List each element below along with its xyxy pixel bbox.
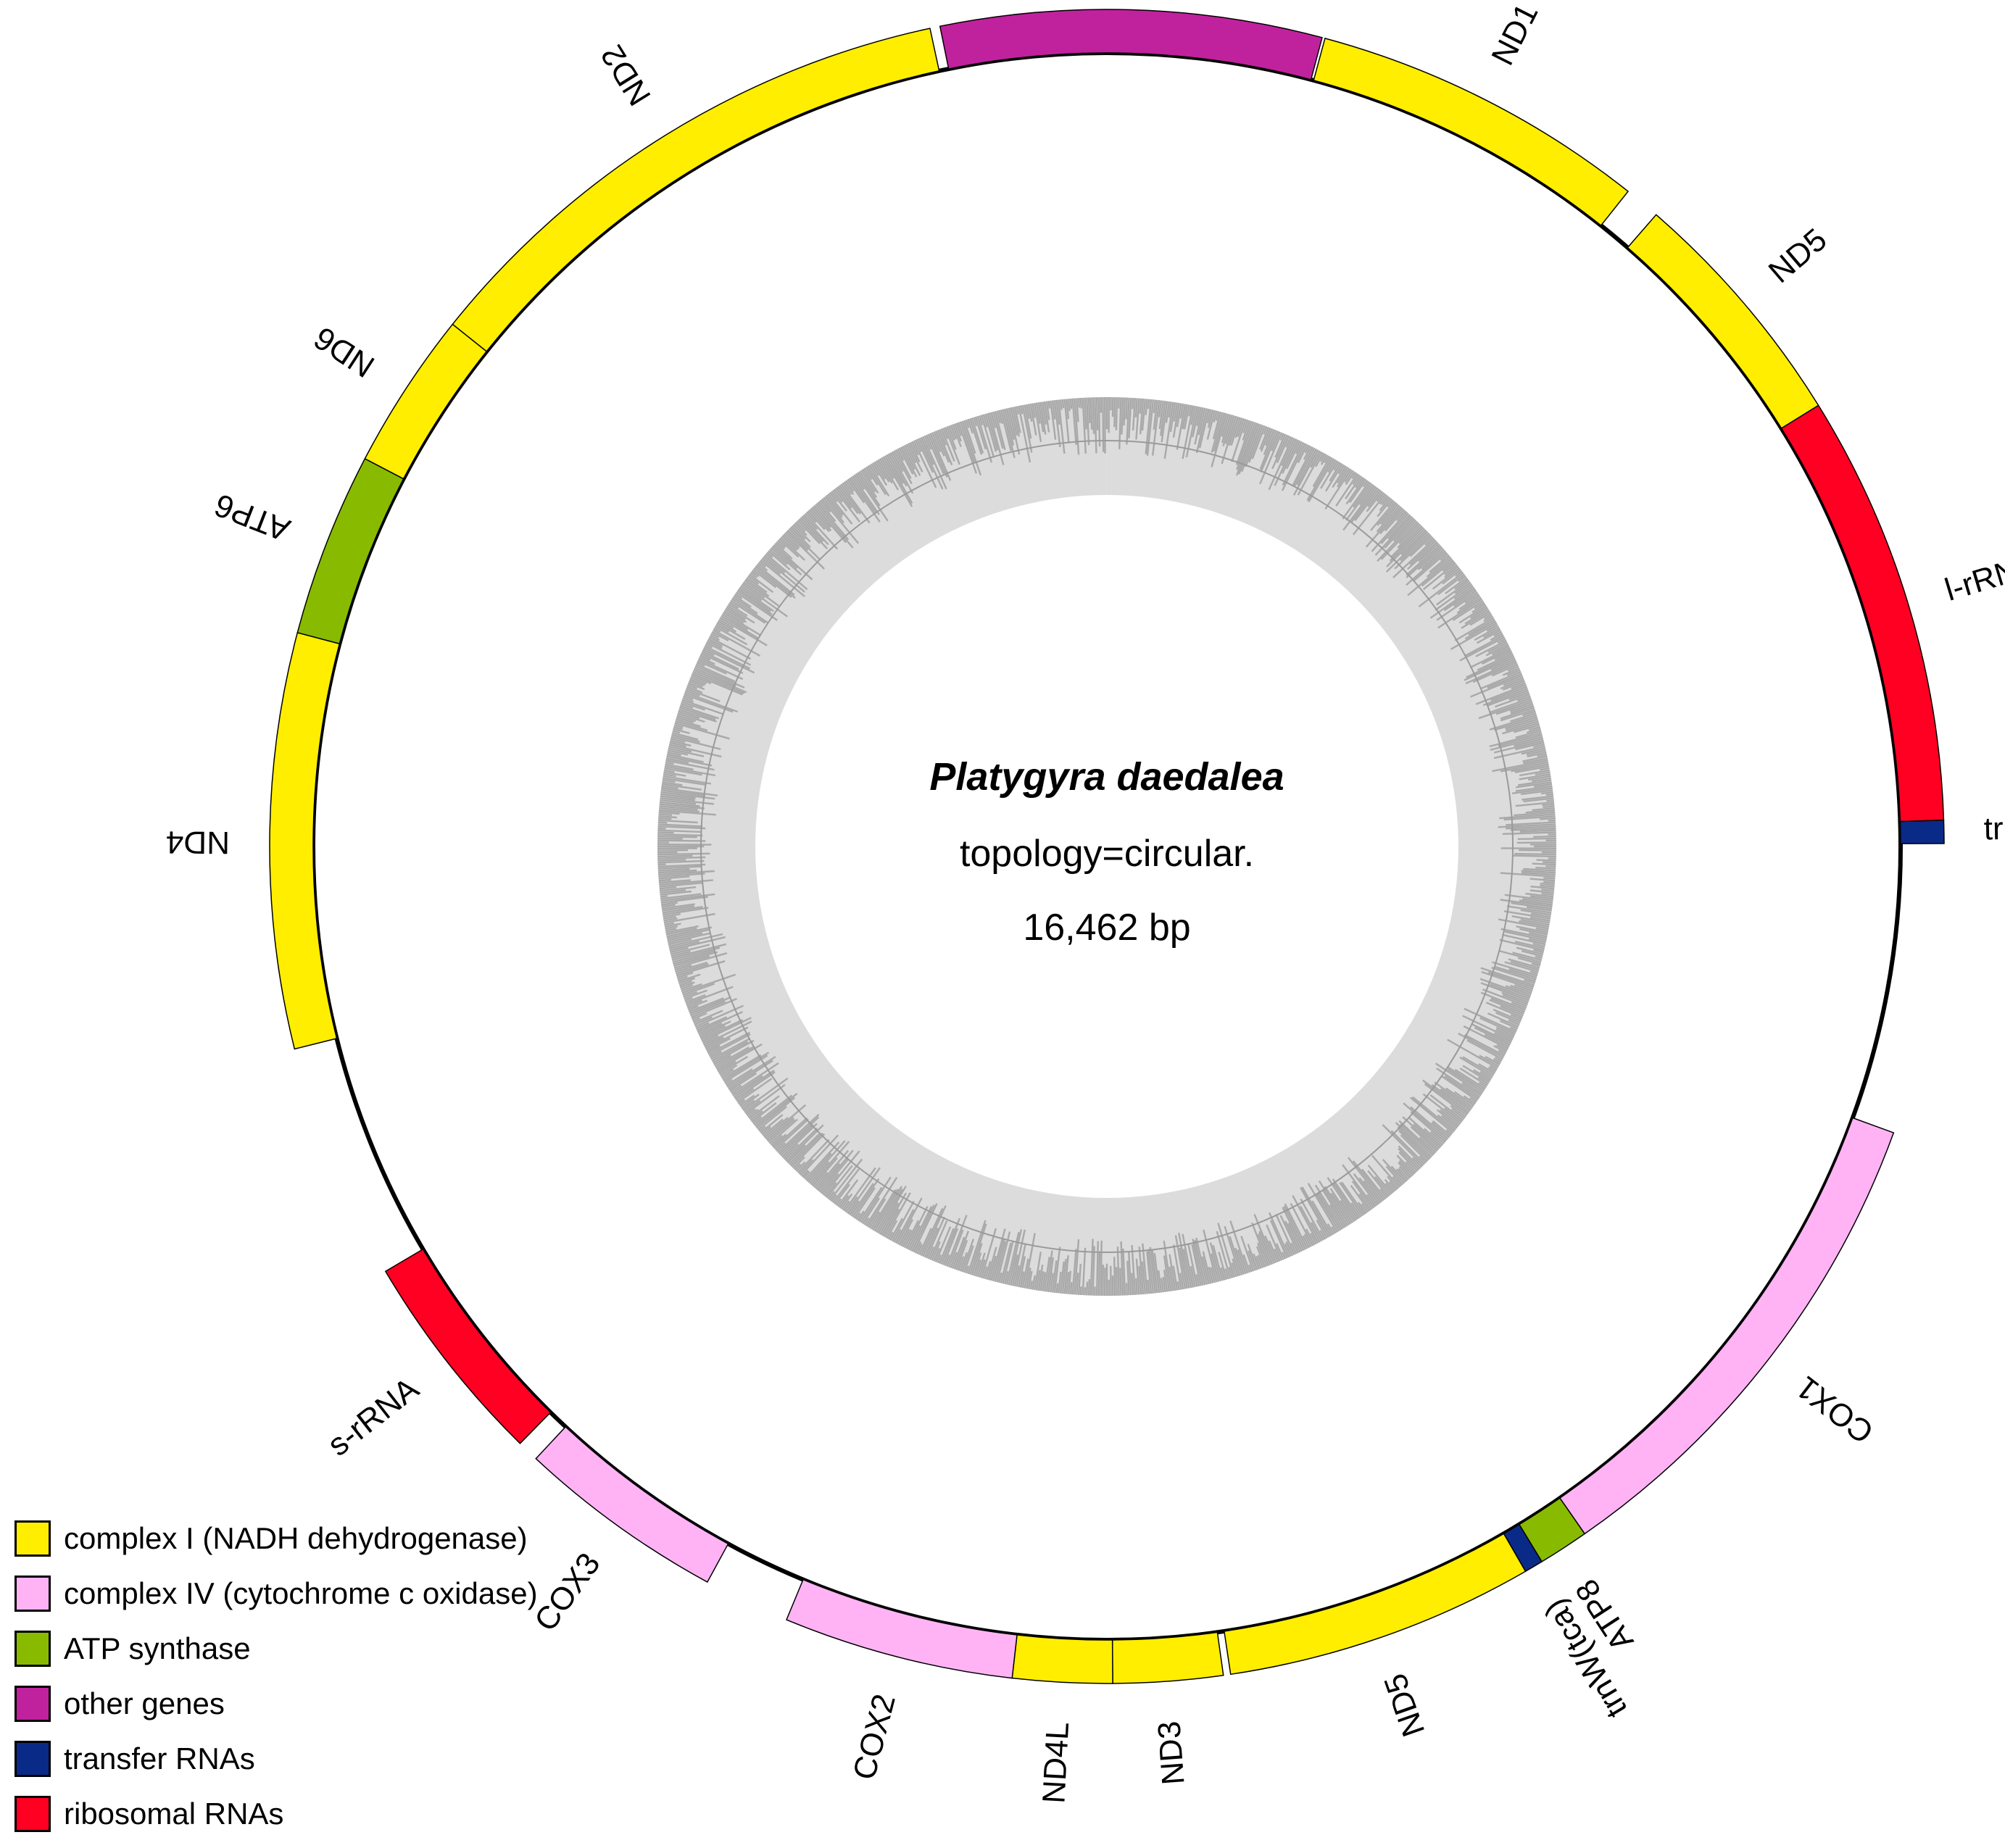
genome-length: 16,462 bp: [1023, 907, 1190, 949]
legend-item: ATP synthase: [14, 1621, 538, 1676]
gene-arc-nd2: [452, 28, 940, 352]
gene-label-nd4: ND4: [166, 824, 230, 860]
legend-label: ATP synthase: [64, 1631, 251, 1665]
legend-swatch: [14, 1741, 51, 1777]
legend-item: transfer RNAs: [14, 1731, 538, 1786]
legend-swatch: [14, 1631, 51, 1667]
legend: complex I (NADH dehydrogenase) complex I…: [14, 1511, 538, 1841]
legend-item: complex I (NADH dehydrogenase): [14, 1511, 538, 1566]
gene-label-nd6: ND6: [308, 320, 381, 384]
legend-label: ribosomal RNAs: [64, 1797, 284, 1831]
gene-label-cox2: COX2: [846, 1691, 902, 1784]
legend-label: other genes: [64, 1686, 225, 1720]
gene-label-s-rrna: s-rRNA: [321, 1370, 426, 1463]
gene-label-cox1: COX1: [1790, 1369, 1880, 1450]
gene-label-nd5: ND5: [1762, 222, 1834, 290]
gene-arc-trnm-cat-: [1899, 819, 1945, 844]
genome-topology: topology=circular.: [960, 833, 1254, 875]
legend-swatch: [14, 1796, 51, 1832]
gene-label-nd2: ND2: [594, 38, 658, 112]
legend-swatch: [14, 1520, 51, 1557]
gc-content-bars: [657, 396, 1557, 1296]
legend-swatch: [14, 1576, 51, 1612]
gene-arc-nd5: [1223, 1533, 1527, 1676]
gene-arc-cox1: [1558, 1117, 1895, 1535]
gc-content-ring: [657, 396, 1557, 1296]
gene-arc-s-rrna: [384, 1248, 552, 1444]
gene-label-nd3: ND3: [1151, 1720, 1191, 1786]
gene-arc-nd3: [1111, 1631, 1224, 1684]
gene-arc-cox2: [786, 1578, 1018, 1679]
legend-label: complex I (NADH dehydrogenase): [64, 1521, 528, 1555]
gene-arc-l-rrna: [1780, 404, 1945, 823]
legend-item: complex IV (cytochrome c oxidase): [14, 1566, 538, 1621]
gene-arc-atp6: [296, 457, 404, 645]
gene-label-nd5: ND5: [1377, 1669, 1432, 1741]
gc-midline: [700, 440, 1514, 1253]
gene-label-l-rrna: l-rRNA: [1940, 546, 2005, 608]
gene-label-trnm-cat-: trnM(cat): [1983, 809, 2005, 846]
legend-label: transfer RNAs: [64, 1741, 255, 1776]
gene-label-cox3: COX3: [528, 1547, 607, 1638]
gene-arc-nd6: [364, 323, 488, 480]
legend-item: other genes: [14, 1676, 538, 1731]
gene-arc-nd4l: [1011, 1634, 1113, 1684]
gene-label-nd1: ND1: [1485, 0, 1545, 71]
legend-item: ribosomal RNAs: [14, 1786, 538, 1841]
gene-label-nd4l: ND4L: [1036, 1721, 1076, 1805]
gene-label-atp6: ATP6: [209, 487, 294, 548]
gene-arc-cytb: [939, 9, 1323, 80]
legend-swatch: [14, 1686, 51, 1722]
legend-label: complex IV (cytochrome c oxidase): [64, 1576, 538, 1610]
genome-title: Platygyra daedalea: [929, 755, 1284, 799]
gene-arc-cox3: [535, 1425, 729, 1583]
gene-arc-nd1: [1313, 37, 1630, 227]
gene-arcs: [269, 9, 1945, 1684]
